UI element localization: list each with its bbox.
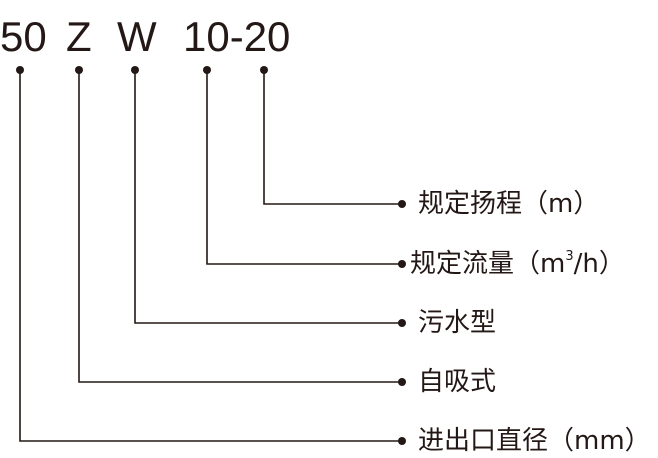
connector-head (263, 70, 400, 205)
label-rated-flow-suffix: /h） (573, 249, 625, 279)
dot-icon (16, 66, 24, 74)
code-sewage: W (117, 13, 157, 60)
connector-self-priming (78, 70, 400, 383)
dot-icon (398, 200, 406, 208)
label-rated-flow-prefix: 规定流量（m (410, 249, 566, 279)
label-rated-head: 规定扬程（m） (418, 189, 600, 219)
connector-flow (206, 70, 400, 265)
label-inlet-outlet-diameter: 进出口直径（mm） (418, 426, 651, 456)
dot-icon (398, 378, 406, 386)
label-rated-flow: 规定流量（m3/h） (410, 249, 625, 279)
connector-diameter (19, 70, 400, 442)
code-diameter: 50 (0, 13, 47, 60)
dot-icon (398, 260, 406, 268)
code-self-priming: Z (66, 13, 92, 60)
dot-icon (260, 66, 268, 74)
dot-icon (75, 66, 83, 74)
connector-sewage (134, 70, 400, 324)
dot-icon (398, 437, 406, 445)
dot-icon (203, 66, 211, 74)
label-sewage-type: 污水型 (418, 308, 497, 338)
label-rated-flow-sup: 3 (565, 249, 574, 264)
code-flow-head: 10-20 (183, 13, 291, 60)
dot-icon (398, 319, 406, 327)
dot-icon (131, 66, 139, 74)
label-self-priming: 自吸式 (418, 367, 497, 397)
